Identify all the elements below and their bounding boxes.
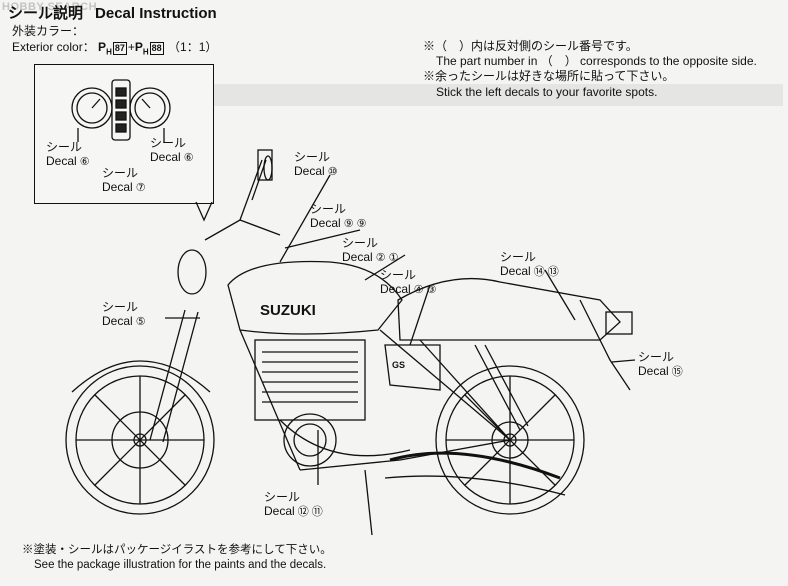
title-en: Decal Instruction bbox=[95, 5, 217, 22]
note-jp-1: ※（ ）内は反対側のシール番号です。 bbox=[423, 39, 638, 53]
note-en-2: Stick the left decals to your favorite s… bbox=[436, 85, 658, 99]
engine bbox=[254, 339, 411, 467]
note-en-1: The part number in （ ） corresponds to th… bbox=[436, 54, 757, 68]
seat bbox=[397, 277, 621, 341]
front-wheel bbox=[65, 365, 215, 515]
gauge-inset-box bbox=[34, 64, 214, 204]
watermark-logo: HOBBY SEARCH bbox=[2, 1, 98, 13]
background-bleed-band bbox=[93, 84, 783, 106]
mix-ratio: （1：1） bbox=[168, 40, 218, 54]
tank-brand-text: SUZUKI bbox=[260, 302, 316, 319]
title-jp: シール説明 bbox=[8, 5, 84, 22]
footer-note-en: See the package illustration for the pai… bbox=[34, 559, 327, 571]
gauge-cluster-icon bbox=[71, 79, 171, 142]
side-cover bbox=[384, 344, 441, 391]
footer-note-jp: ※塗装・シールはパッケージイラストを参考にして下さい。 bbox=[22, 544, 332, 556]
page-title: シール説明 Decal Instruction bbox=[8, 2, 217, 23]
side-badge-text: GS bbox=[392, 360, 405, 370]
plus-sign: + bbox=[127, 40, 135, 54]
note-jp-2: ※余ったシールは好きな場所に貼って下さい。 bbox=[423, 69, 675, 83]
exterior-color-label-en: Exterior color： bbox=[12, 40, 95, 54]
exterior-color-label-jp: 外装カラー： bbox=[12, 24, 85, 38]
fuel-tank bbox=[227, 260, 403, 335]
